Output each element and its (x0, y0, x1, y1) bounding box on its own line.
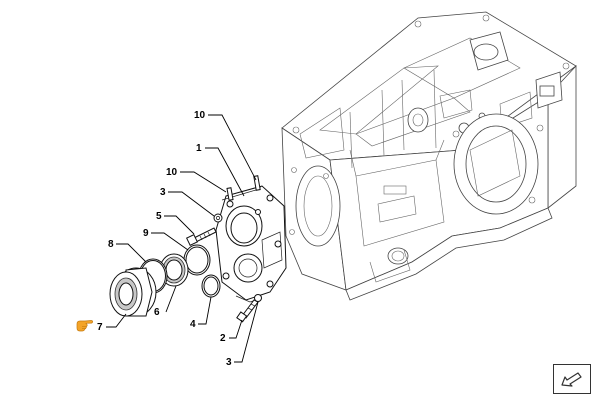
svg-text:3: 3 (226, 357, 232, 368)
callout-5[interactable]: 5 (156, 211, 195, 235)
callout-4[interactable]: 4 (190, 296, 212, 330)
pointing-hand-icon (76, 320, 94, 332)
callout-6[interactable]: 6 (154, 285, 177, 318)
svg-text:10: 10 (166, 167, 178, 178)
bolt-lower-part (236, 299, 259, 323)
washer-lower-part (254, 294, 262, 302)
callout-10-second[interactable]: 10 (166, 167, 227, 193)
seal-ring-part (159, 253, 189, 287)
washer-part (213, 213, 223, 223)
bolt-part (185, 227, 217, 247)
cover-plate-part (215, 185, 287, 303)
callouts: 10 1 10 3 5 9 8 (97, 110, 259, 368)
callout-1[interactable]: 1 (196, 143, 245, 197)
oil-seal-part (109, 267, 157, 317)
svg-text:6: 6 (154, 307, 160, 318)
callout-7[interactable]: 7 (97, 313, 127, 333)
svg-text:3: 3 (160, 187, 166, 198)
callout-2[interactable]: 2 (220, 319, 243, 344)
svg-text:7: 7 (97, 322, 103, 333)
callout-3-lower[interactable]: 3 (226, 301, 259, 368)
dowel-pin-part (226, 175, 261, 201)
svg-text:4: 4 (190, 319, 196, 330)
callout-9[interactable]: 9 (143, 228, 189, 251)
transmission-housing (281, 11, 577, 301)
arrow-down-left-icon (561, 372, 582, 387)
o-ring-small-part (201, 274, 221, 298)
svg-text:2: 2 (220, 333, 226, 344)
svg-text:10: 10 (194, 110, 206, 121)
navigate-back-button[interactable] (553, 364, 591, 394)
callout-10-top[interactable]: 10 (194, 110, 257, 181)
callout-3-upper[interactable]: 3 (160, 187, 215, 217)
svg-text:5: 5 (156, 211, 162, 222)
callout-8[interactable]: 8 (108, 239, 147, 263)
svg-text:9: 9 (143, 228, 149, 239)
o-ring-part (183, 244, 211, 276)
svg-text:8: 8 (108, 239, 114, 250)
svg-text:1: 1 (196, 143, 202, 154)
